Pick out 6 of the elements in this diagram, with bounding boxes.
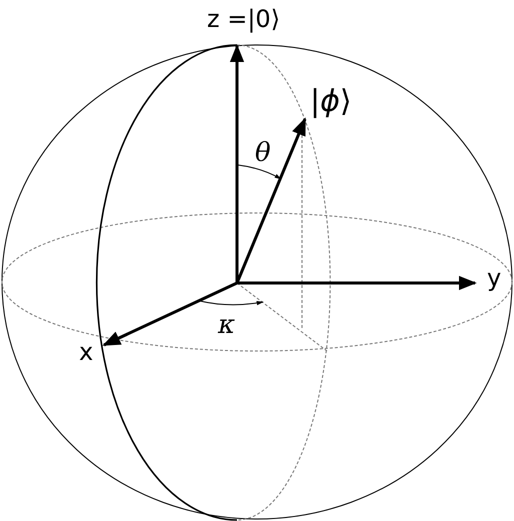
axis-label: z =|0⟩	[207, 7, 280, 31]
state-label: |ϕ⟩	[310, 87, 352, 117]
axis-label: y	[487, 266, 502, 290]
angle-label: θ	[255, 140, 271, 166]
axis-label: x	[79, 340, 94, 364]
angle-label: κ	[218, 312, 236, 338]
